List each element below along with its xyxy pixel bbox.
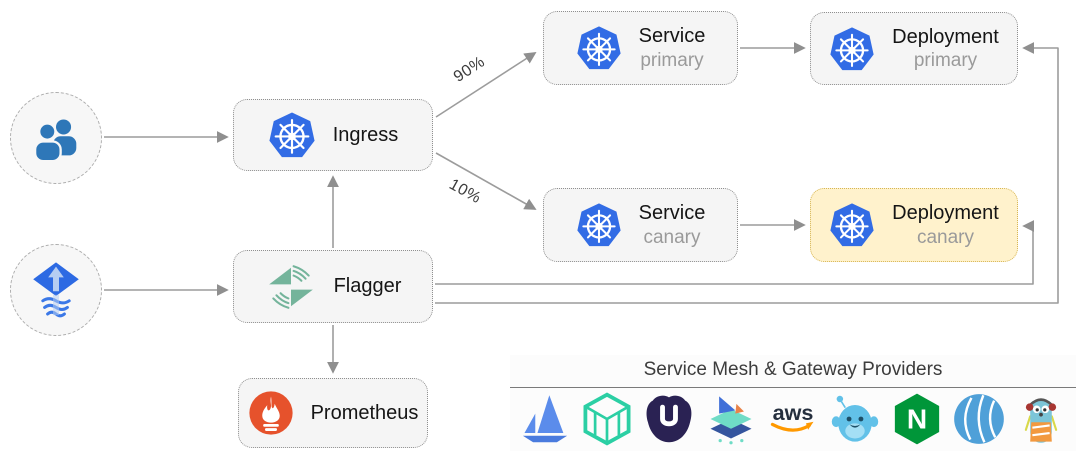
flagger-icon: [268, 264, 313, 309]
flagger-label: Flagger: [333, 275, 402, 297]
edge-ingress-to-service-canary: [435, 152, 537, 210]
service-canary-sublabel: canary: [643, 226, 701, 248]
service-primary-node: Service primary: [543, 11, 738, 85]
kubernetes-icon: [829, 26, 875, 72]
service-primary-label: Service: [638, 25, 706, 48]
ingress-label: Ingress: [332, 123, 399, 146]
aws-logo-text: aws: [773, 400, 814, 425]
service-primary-sublabel: primary: [640, 49, 704, 71]
prometheus-icon: [248, 391, 293, 435]
kubernetes-icon: [576, 25, 622, 71]
providers-title: Service Mesh & Gateway Providers: [643, 359, 943, 380]
providers-logo-row: aws N: [510, 388, 1076, 446]
service-canary-label: Service: [638, 202, 706, 225]
kubernetes-icon: [268, 111, 316, 159]
kuma-logo: [646, 395, 692, 443]
gloo-logo: [831, 395, 879, 442]
flux-gitops-icon: [33, 262, 79, 318]
istio-logo: [522, 395, 568, 443]
aws-app-mesh-logo: aws: [770, 400, 814, 432]
providers-divider: [510, 387, 1076, 388]
edge-flagger-to-deployment-canary: [435, 220, 1035, 285]
deployment-primary-label: Deployment: [892, 25, 999, 48]
deployment-canary-label: Deployment: [892, 202, 999, 225]
providers-panel: Service Mesh & Gateway Providers: [510, 355, 1076, 451]
service-canary-node: Service canary: [543, 188, 738, 262]
users-node: [10, 92, 102, 184]
contour-logo: [954, 394, 1004, 444]
nginx-logo: N: [894, 393, 940, 445]
open-service-mesh-logo: [710, 396, 752, 445]
edge-flagger-to-deployment-primary: [435, 42, 1059, 304]
ingress-node: Ingress: [233, 99, 433, 171]
flux-node: [10, 244, 102, 336]
deployment-canary-sublabel: canary: [916, 226, 975, 248]
kubernetes-icon: [576, 202, 622, 248]
users-icon: [33, 119, 77, 163]
flagger-node: Flagger: [233, 250, 433, 323]
deployment-primary-sublabel: primary: [913, 50, 978, 72]
kubernetes-icon: [829, 202, 875, 248]
traefik-logo: [1024, 398, 1058, 443]
edge-ingress-to-service-primary: [435, 52, 537, 118]
linkerd-logo: [583, 392, 631, 446]
prometheus-node: Prometheus: [238, 378, 428, 448]
nginx-logo-letter: N: [907, 404, 927, 435]
deployment-canary-node: Deployment canary: [810, 188, 1018, 262]
deployment-primary-node: Deployment primary: [810, 12, 1018, 85]
prometheus-label: Prometheus: [310, 401, 419, 424]
